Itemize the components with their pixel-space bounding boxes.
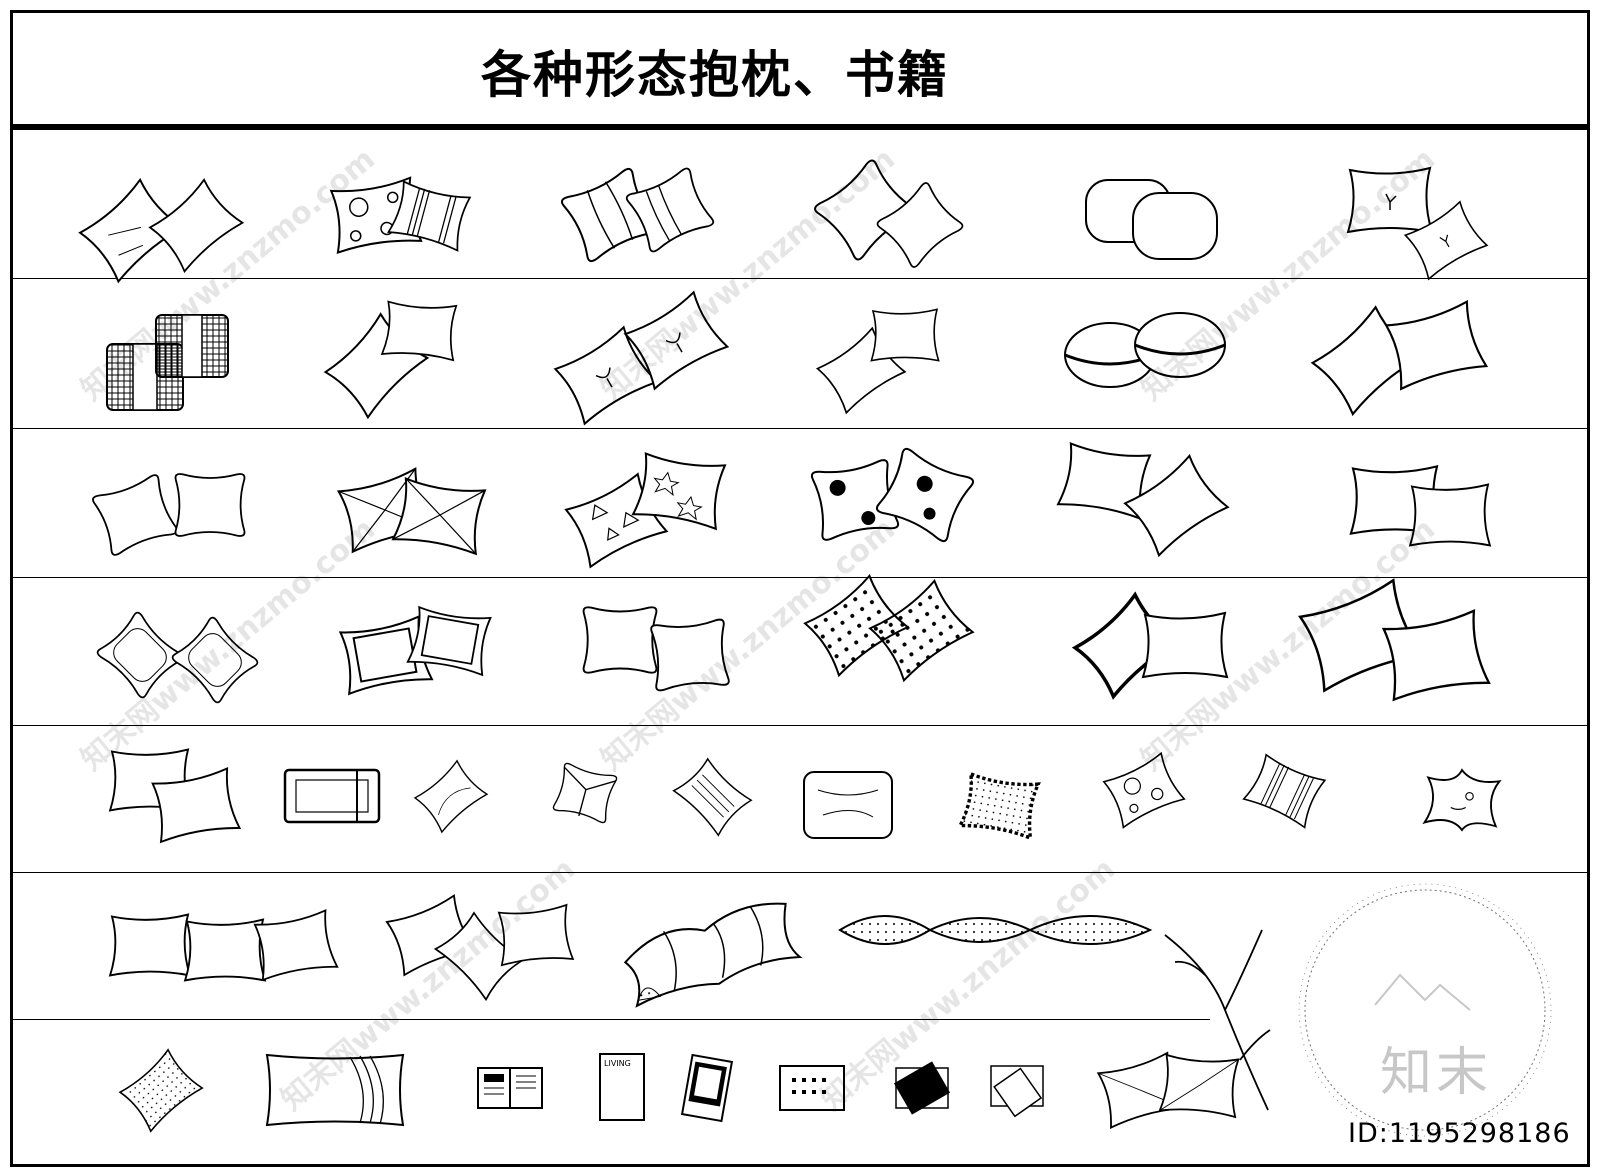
pillow-trio xyxy=(184,918,266,982)
pillow-tufted xyxy=(1347,167,1433,233)
book-open xyxy=(477,1067,543,1109)
book-black xyxy=(893,1061,951,1115)
pillow-tufted xyxy=(551,325,659,425)
book-dots xyxy=(779,1065,845,1111)
pillow-dotted xyxy=(118,1048,204,1133)
pillow-pair xyxy=(1158,1052,1242,1118)
pillow-scalloped xyxy=(957,771,1041,841)
pillow-triangles xyxy=(562,472,668,568)
book-stack xyxy=(680,1053,734,1123)
pillow-round-corner xyxy=(170,615,260,705)
pillow-roll xyxy=(559,166,661,264)
row-divider xyxy=(10,1019,1210,1020)
book-blank xyxy=(990,1065,1044,1118)
pillow-trio xyxy=(251,909,339,981)
watermark-stamp-text: 知末 xyxy=(1380,1043,1493,1103)
pillow-pair xyxy=(1382,300,1488,390)
pillow-pair xyxy=(582,606,658,674)
pillow-pair xyxy=(91,473,179,557)
row-divider xyxy=(10,577,1590,578)
pillow-bolster-tied xyxy=(1134,312,1226,378)
pillow-pair xyxy=(76,177,184,283)
book-title-text: LIVING xyxy=(604,1059,631,1068)
pillow-tufted xyxy=(1402,200,1488,280)
pillow-pair xyxy=(1142,612,1228,678)
pillow-striped xyxy=(387,178,473,252)
pillow-floral xyxy=(810,458,900,542)
pillow-round-corner xyxy=(95,610,185,700)
pillow-star-shaped xyxy=(1422,768,1502,832)
pillow-plump xyxy=(1132,192,1218,260)
pillow-cube xyxy=(552,762,618,824)
pillow-circles xyxy=(1100,751,1186,829)
pillow-folded xyxy=(392,475,488,555)
pillow-diamond xyxy=(412,759,488,833)
pillow-bordered xyxy=(406,604,494,676)
pillow-wrinkled xyxy=(803,771,893,839)
pillow-pair xyxy=(870,308,940,362)
page-title: 各种形态抱枕、书籍 xyxy=(481,46,949,104)
pillow-trio xyxy=(109,913,191,977)
pillow-twisted xyxy=(623,902,803,1008)
pillow-lumbar-striped xyxy=(265,1053,405,1127)
pillow-pair xyxy=(174,473,246,537)
row-divider xyxy=(10,278,1590,279)
pillow-tufted xyxy=(621,290,729,390)
pillow-pair xyxy=(381,298,459,362)
pillow-polka xyxy=(868,578,975,683)
watermark-stamp xyxy=(1298,883,1552,1137)
book-living: LIVING xyxy=(599,1053,645,1121)
pillow-floral xyxy=(874,446,976,544)
pillow-bolster-chain xyxy=(838,915,1153,945)
pillow-stars xyxy=(632,450,728,530)
pillow-striped-diamond xyxy=(673,756,753,836)
pillow-roll xyxy=(624,166,716,254)
pillow-striped xyxy=(1242,751,1328,829)
row-divider xyxy=(10,725,1590,726)
title-band: 各种形态抱枕、书籍 xyxy=(13,13,1587,130)
pillow-rect-panel xyxy=(283,768,381,824)
branch-decoration xyxy=(1164,929,1271,1111)
row-divider xyxy=(10,872,1590,873)
row-divider xyxy=(10,428,1590,429)
drawing-id: ID:1195298186 xyxy=(1348,1118,1571,1149)
pillow-plaid xyxy=(155,314,229,378)
